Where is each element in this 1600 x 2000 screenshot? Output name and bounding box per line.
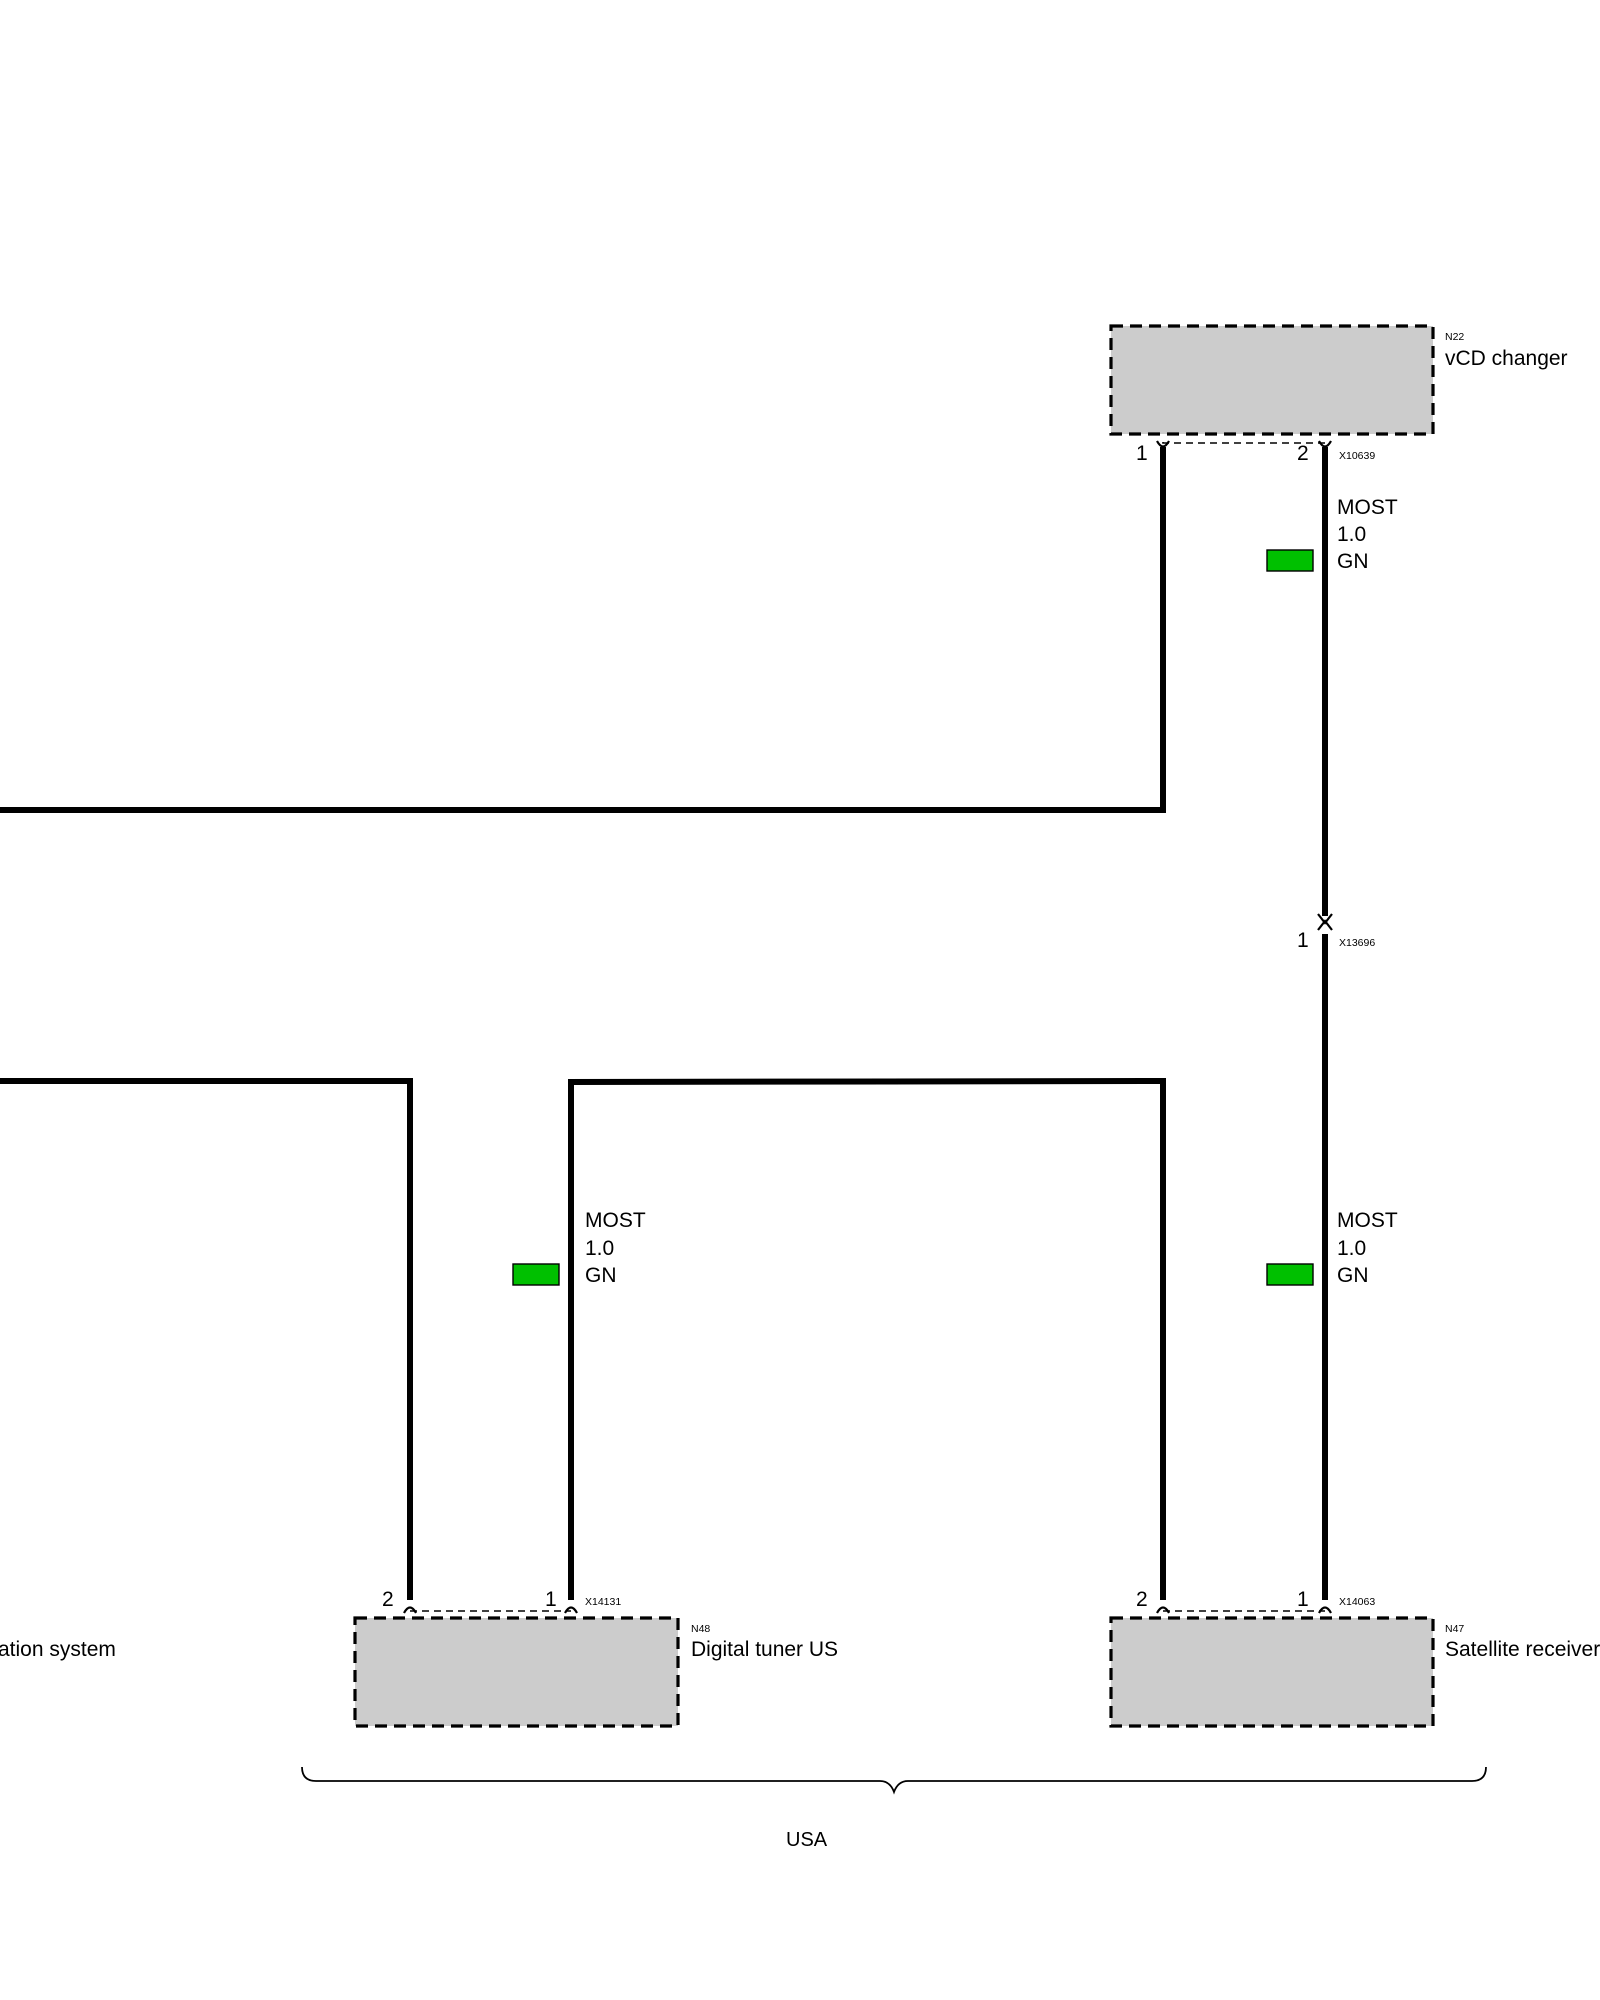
inline-connector-x13696-socket	[1317, 919, 1333, 931]
wire-1-type: MOST	[1337, 496, 1398, 519]
pin-hook-n48-1	[564, 1606, 578, 1614]
component-n22-box[interactable]	[1109, 324, 1435, 436]
pin-hook-n22-1	[1156, 440, 1170, 448]
pin-hook-n47-2	[1156, 1606, 1170, 1614]
pin-hook-n48-2	[403, 1606, 417, 1614]
wire-left-to-n48-pin2[interactable]	[0, 1078, 413, 1600]
component-n22-name: vCD changer	[1445, 347, 1568, 370]
wire-color-swatch-1	[1266, 549, 1314, 572]
pin-label-n47-2: 2	[1136, 1588, 1148, 1611]
usa-group-label: USA	[786, 1829, 828, 1851]
wire-3-type: MOST	[1337, 1209, 1398, 1232]
connector-x10639-outline	[1162, 442, 1326, 444]
usa-group-brace	[301, 1766, 1487, 1795]
wire-2-color: GN	[585, 1264, 617, 1287]
inline-connector-x13696-arrow	[1317, 913, 1333, 925]
connector-x14063-label: X14063	[1339, 1596, 1375, 1608]
component-n48-id: N48	[691, 1623, 710, 1635]
pin-label-n22-1: 1	[1136, 442, 1148, 465]
wire-2-size: 1.0	[585, 1237, 614, 1260]
wire-n48-pin1-to-n47-pin2[interactable]	[568, 1077, 1166, 1600]
wire-1-color: GN	[1337, 550, 1369, 573]
component-n48-name: Digital tuner US	[691, 1638, 838, 1661]
component-n48-box[interactable]	[353, 1616, 680, 1728]
component-n22-id: N22	[1445, 331, 1464, 343]
pin-hook-n22-2	[1318, 440, 1332, 448]
pin-label-n48-2: 2	[382, 1588, 394, 1611]
wire-color-swatch-3	[1266, 1263, 1314, 1286]
pin-label-n47-1: 1	[1297, 1588, 1309, 1611]
connector-x10639-label: X10639	[1339, 450, 1375, 462]
connector-x14131-label: X14131	[585, 1596, 621, 1608]
component-n47-box[interactable]	[1109, 1616, 1435, 1728]
wire-3-color: GN	[1337, 1264, 1369, 1287]
inline-connector-x13696-pin: 1	[1297, 929, 1309, 952]
wire-2-type: MOST	[585, 1209, 646, 1232]
pin-hook-n47-1	[1318, 1606, 1332, 1614]
wire-3-size: 1.0	[1337, 1237, 1366, 1260]
inline-connector-x13696-label: X13696	[1339, 937, 1375, 949]
wire-1-size: 1.0	[1337, 523, 1366, 546]
partial-component-name: ation system	[0, 1638, 116, 1661]
pin-label-n48-1: 1	[545, 1588, 557, 1611]
wire-n22-pin1[interactable]	[0, 447, 1166, 813]
pin-label-n22-2: 2	[1297, 442, 1309, 465]
component-n47-name: Satellite receiver	[1445, 1638, 1600, 1661]
wire-color-swatch-2	[512, 1263, 560, 1286]
component-n47-id: N47	[1445, 1623, 1464, 1635]
